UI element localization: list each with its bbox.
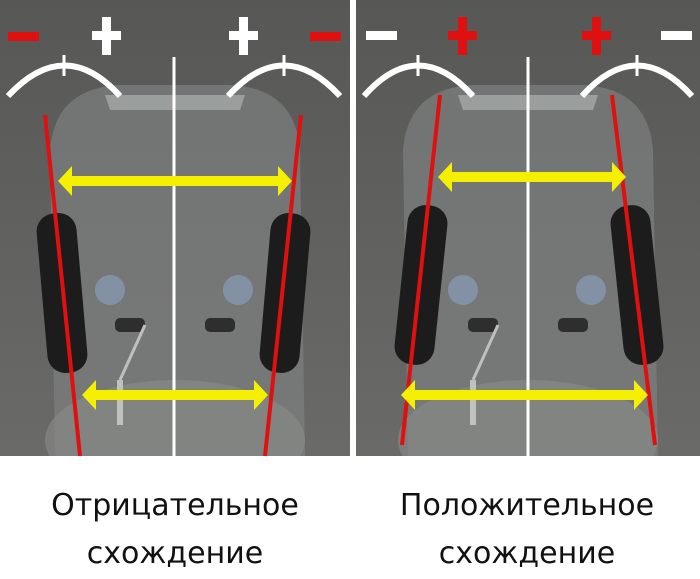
caption-line2: схождение [438, 536, 616, 571]
suspension-left [95, 275, 147, 425]
suspension-right [558, 275, 606, 332]
suspension-right [205, 275, 253, 332]
rear-width-arrow [401, 380, 648, 410]
plus-sign-right [229, 17, 258, 55]
plus-sign-right [582, 17, 611, 55]
plus-sign-left [448, 17, 477, 55]
negative-toe-diagram [0, 0, 350, 456]
toe-line-right [263, 114, 303, 456]
caption-line1: Отрицательное [51, 488, 299, 523]
front-width-arrow [438, 162, 626, 192]
minus-sign-right [661, 31, 692, 40]
caption-line2: схождение [86, 536, 264, 571]
wheel-right [259, 213, 311, 373]
toe-line-left [43, 114, 82, 456]
front-width-arrow [58, 166, 292, 196]
positive-toe-diagram [356, 0, 700, 456]
caption-line1: Положительное [399, 488, 655, 523]
plus-sign-left [92, 17, 121, 55]
minus-sign-right [310, 32, 341, 41]
toe-line-left [400, 94, 442, 446]
negative-toe-caption: Отрицательное схождение [0, 482, 350, 578]
minus-sign-left [8, 32, 39, 41]
minus-sign-left [366, 31, 397, 40]
positive-toe-caption: Положительное схождение [352, 482, 700, 578]
toe-line-right [610, 94, 657, 446]
rear-width-arrow [82, 380, 268, 410]
suspension-left [448, 275, 500, 425]
